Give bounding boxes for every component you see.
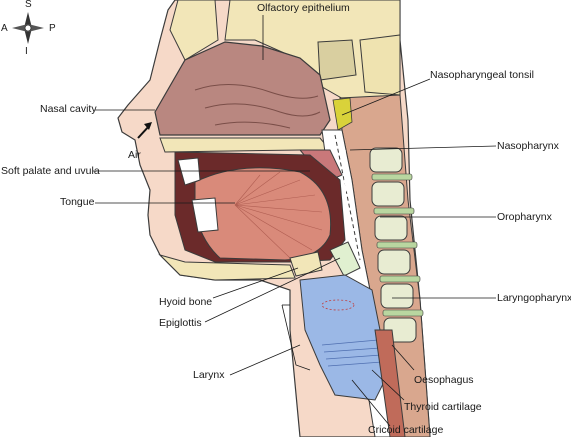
occipital-bone bbox=[359, 34, 401, 96]
label-thyroid-cartilage: Thyroid cartilage bbox=[404, 401, 482, 413]
label-olfactory-epithelium: Olfactory epithelium bbox=[257, 2, 350, 14]
compass-rose bbox=[12, 12, 44, 44]
label-tongue: Tongue bbox=[60, 196, 95, 208]
upper-teeth bbox=[177, 157, 201, 186]
frontal-bone bbox=[169, 0, 219, 61]
sphenoid-sinus bbox=[317, 39, 357, 81]
label-larynx: Larynx bbox=[193, 369, 225, 381]
label-oropharynx: Oropharynx bbox=[497, 211, 552, 223]
label-nasopharynx: Nasopharynx bbox=[497, 140, 559, 152]
compass-anterior: A bbox=[1, 23, 8, 34]
label-air: Air bbox=[128, 149, 141, 161]
epiglottis-shape bbox=[329, 241, 361, 277]
nasopharyngeal-tonsil-shape bbox=[332, 97, 353, 131]
label-epiglottis: Epiglottis bbox=[159, 317, 202, 329]
label-oesophagus: Oesophagus bbox=[414, 374, 474, 386]
tongue-shape bbox=[194, 167, 332, 261]
leader-lines bbox=[93, 15, 497, 427]
label-soft-palate-uvula: Soft palate and uvula bbox=[1, 165, 100, 177]
compass-superior: S bbox=[25, 0, 32, 10]
lower-teeth bbox=[191, 197, 219, 233]
label-laryngopharynx: Laryngopharynx bbox=[497, 292, 571, 304]
label-hyoid-bone: Hyoid bone bbox=[159, 296, 213, 308]
mandible bbox=[158, 254, 296, 281]
oesophagus-shape bbox=[374, 329, 406, 437]
label-cricoid-cartilage: Cricoid cartilage bbox=[368, 424, 444, 436]
larynx-cartilage bbox=[299, 274, 386, 401]
compass-posterior: P bbox=[49, 23, 56, 34]
compass-inferior: I bbox=[25, 46, 28, 57]
label-nasal-cavity: Nasal cavity bbox=[40, 103, 97, 115]
label-nasopharyngeal-tonsil: Nasopharyngeal tonsil bbox=[430, 69, 534, 81]
nasal-cavity-shape bbox=[154, 41, 331, 136]
